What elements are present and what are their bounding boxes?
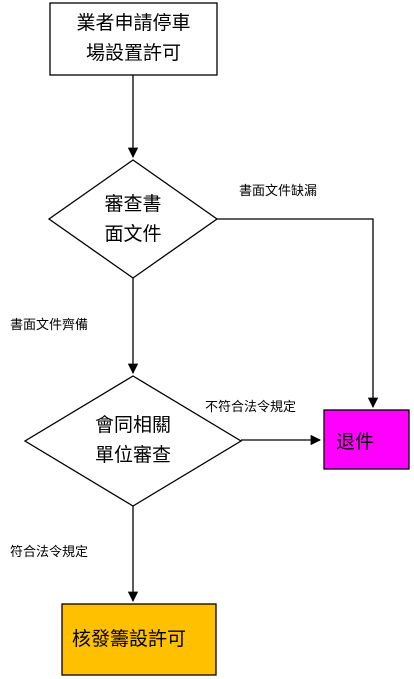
joint-review-text: 會同相關 單位審查	[70, 410, 196, 470]
start-node-line2: 場設置許可	[85, 42, 181, 64]
edge-docs-missing	[217, 218, 379, 409]
start-node-line1: 業者申請停車	[76, 12, 191, 34]
edge-label-docs-complete: 書面文件齊備	[10, 318, 89, 333]
joint-review-line2: 單位審查	[94, 444, 171, 466]
review-docs-line2: 面文件	[104, 223, 162, 245]
review-docs-line1: 審查書	[104, 193, 162, 215]
review-docs-text: 審查書 面文件	[83, 189, 183, 249]
edge-label-compliant: 符合法令規定	[10, 545, 89, 560]
edge-label-not-compliant: 不符合法令規定	[205, 400, 297, 415]
edge-label-docs-missing: 書面文件缺漏	[239, 184, 318, 199]
reject-box	[323, 409, 410, 470]
start-box	[49, 2, 218, 76]
joint-review-line1: 會同相關	[94, 414, 171, 436]
issue-permit-node-text: 核發籌設許可	[72, 628, 187, 650]
start-node-text: 業者申請停車 場設置許可	[50, 8, 217, 68]
issue-permit-box	[61, 603, 217, 676]
reject-node-text: 退件	[336, 431, 375, 453]
